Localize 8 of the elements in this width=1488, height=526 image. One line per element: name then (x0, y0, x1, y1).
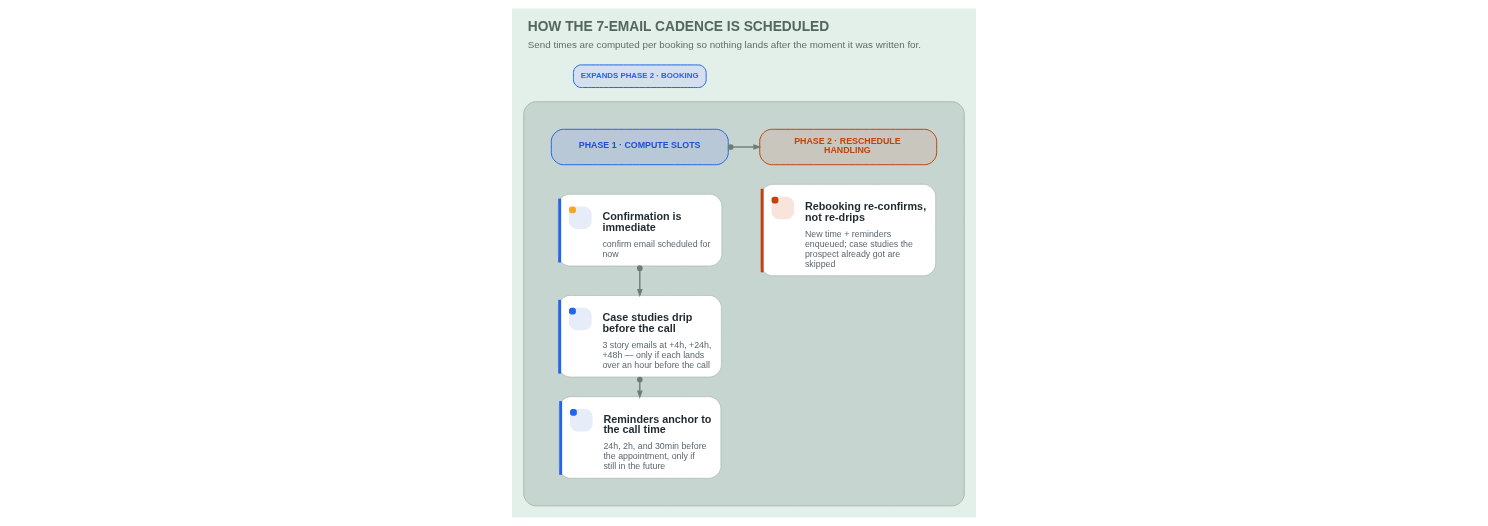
diagram-title: HOW THE 7-EMAIL CADENCE IS SCHEDULED (527, 18, 830, 34)
node-box: PHASE 1 · COMPUTE SLOTS (550, 128, 729, 166)
caption: Send times are computed per booking so nothing lands after the moment it was written for. (527, 39, 922, 51)
arrow (727, 144, 762, 150)
label: EXPANDS PHASE 2 · BOOKING (580, 70, 699, 80)
node-box: PHASE 2 · RESCHEDULE HANDLING (759, 128, 938, 166)
arrow (636, 265, 643, 298)
cluster (523, 101, 965, 507)
